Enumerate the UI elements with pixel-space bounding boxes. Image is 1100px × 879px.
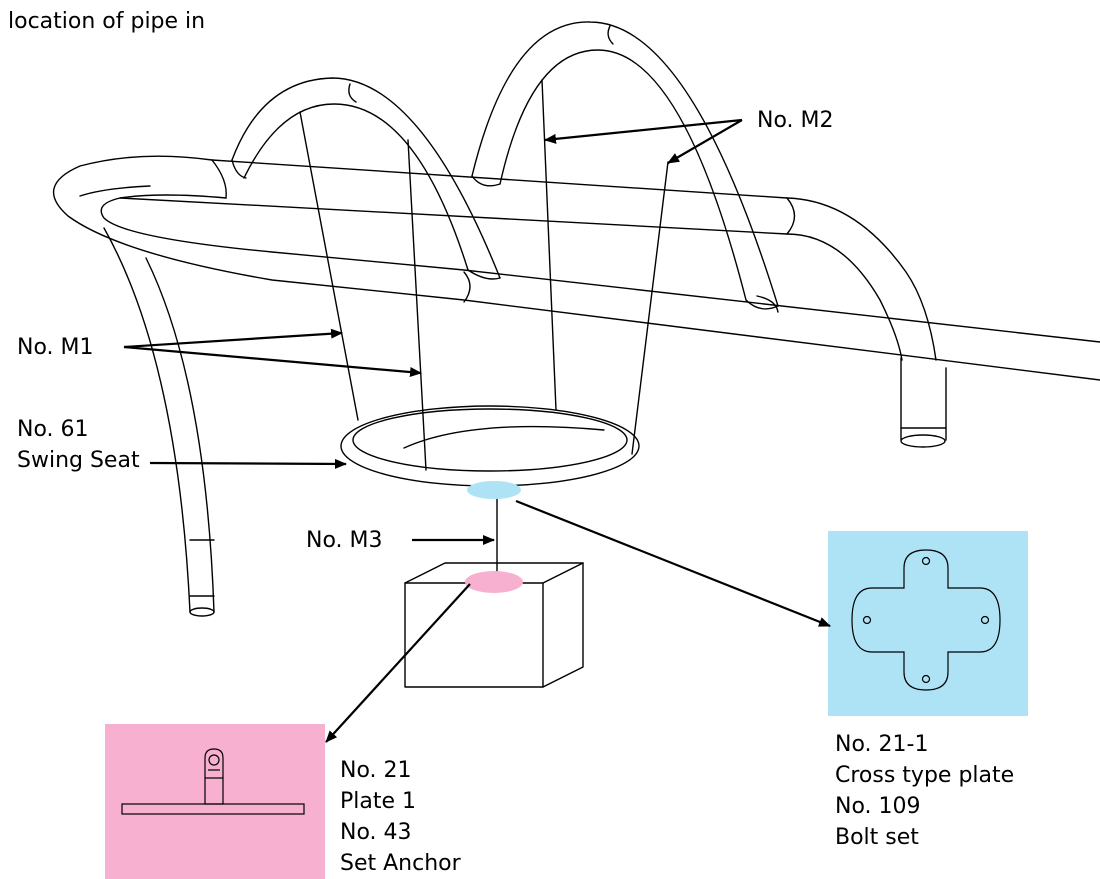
label-swing-seat-name: Swing Seat [17, 448, 140, 473]
arrow-plate-anchor [325, 583, 471, 743]
main-rail [52, 155, 1100, 381]
label-anchor-name: Set Anchor [340, 851, 461, 876]
label-plate-number: No. 21 [340, 758, 412, 783]
label-m3: No. M3 [306, 528, 383, 553]
label-bolt-name: Bolt set [835, 825, 919, 850]
cross-type-plate-icon [851, 549, 1001, 691]
label-cross-plate-bolt: No. 21-1 Cross type plate No. 109 Bolt s… [835, 729, 1014, 853]
cross-plate-location-marker [467, 481, 521, 499]
arrow-cross-plate [515, 499, 831, 628]
right-leg [900, 357, 947, 448]
label-swing-seat-number: No. 61 [17, 417, 89, 442]
page-title: location of pipe in [8, 9, 206, 34]
label-plate-anchor: No. 21 Plate 1 No. 43 Set Anchor [340, 755, 461, 879]
label-cross-plate-name: Cross type plate [835, 763, 1015, 788]
label-bolt-number: No. 109 [835, 794, 921, 819]
anchor-location-marker [465, 571, 523, 593]
arrow-m1-a [123, 328, 343, 349]
swing-seat [340, 405, 640, 487]
arrow-swing-seat [149, 458, 347, 469]
plate-anchor-icon [121, 748, 305, 815]
arrow-m2-a [544, 118, 743, 144]
arrow-m2-b [667, 119, 743, 164]
left-arch [231, 77, 501, 280]
label-cross-plate-number: No. 21-1 [835, 732, 929, 757]
label-swing-seat: No. 61 Swing Seat [17, 414, 140, 476]
label-anchor-number: No. 43 [340, 820, 412, 845]
plate-anchor-detail-box [105, 724, 325, 879]
swing-ropes [299, 79, 669, 471]
left-leg [103, 227, 215, 617]
arrow-m1-b [123, 345, 422, 378]
label-plate-name: Plate 1 [340, 789, 417, 814]
cross-plate-detail-box [828, 531, 1028, 716]
concrete-block [404, 562, 584, 688]
right-arch [471, 21, 779, 310]
label-m2: No. M2 [757, 108, 834, 133]
label-m1: No. M1 [17, 335, 94, 360]
